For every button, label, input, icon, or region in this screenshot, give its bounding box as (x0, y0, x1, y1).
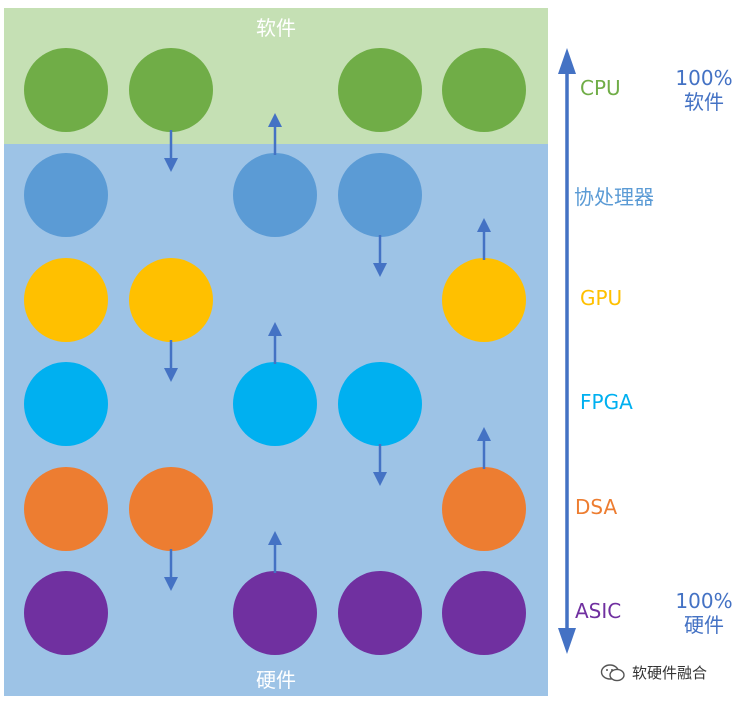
circle-asic-5 (442, 571, 526, 655)
watermark-text: 软硬件融合 (632, 664, 708, 682)
circle-fpga-4 (338, 362, 422, 446)
circle-协处理器-4 (338, 153, 422, 237)
circle-dsa-5 (442, 467, 526, 551)
spectrum-axis (558, 48, 576, 654)
row-label-asic: ASIC (575, 599, 622, 623)
row-label-dsa: DSA (575, 495, 618, 519)
migration-arrows (164, 113, 491, 591)
migration-arrow-up-8 (477, 427, 491, 469)
hardware-percent-value: 100% (675, 589, 733, 613)
migration-arrow-down-3 (373, 235, 387, 277)
circle-协处理器-3 (233, 153, 317, 237)
circle-gpu-2 (129, 258, 213, 342)
circle-gpu-5 (442, 258, 526, 342)
circle-gpu-1 (24, 258, 108, 342)
hardware-percent-label: 100% 硬件 (668, 589, 740, 637)
software-band-label: 软件 (256, 16, 296, 40)
row-label-cpu: CPU (580, 76, 621, 100)
hardware-percent-text: 硬件 (684, 613, 724, 637)
circle-cpu-2 (129, 48, 213, 132)
axis-arrowhead-bottom (558, 628, 576, 654)
circle-dsa-2 (129, 467, 213, 551)
circle-asic-1 (24, 571, 108, 655)
hardware-band-label: 硬件 (256, 668, 296, 692)
row-label-gpu: GPU (580, 286, 623, 310)
axis-arrowhead-top (558, 48, 576, 74)
software-percent-label: 100% 软件 (668, 66, 740, 114)
circle-fpga-3 (233, 362, 317, 446)
migration-arrow-up-10 (268, 531, 282, 573)
migration-arrow-up-2 (268, 113, 282, 155)
software-percent-value: 100% (675, 66, 733, 90)
migration-arrow-down-1 (164, 130, 178, 172)
circle-grid (24, 48, 526, 655)
circle-asic-4 (338, 571, 422, 655)
circle-asic-3 (233, 571, 317, 655)
circle-dsa-1 (24, 467, 108, 551)
watermark: 软硬件融合 (600, 662, 707, 683)
circle-fpga-1 (24, 362, 108, 446)
migration-arrow-down-5 (164, 340, 178, 382)
circle-cpu-1 (24, 48, 108, 132)
circle-cpu-5 (442, 48, 526, 132)
migration-arrow-up-6 (268, 322, 282, 364)
circle-协处理器-1 (24, 153, 108, 237)
row-label-fpga: FPGA (580, 390, 633, 414)
migration-arrow-down-9 (164, 549, 178, 591)
circle-cpu-4 (338, 48, 422, 132)
row-label-协处理器: 协处理器 (574, 185, 654, 209)
software-percent-text: 软件 (684, 90, 724, 114)
migration-arrow-up-4 (477, 218, 491, 260)
migration-arrow-down-7 (373, 444, 387, 486)
wechat-icon (600, 663, 625, 681)
